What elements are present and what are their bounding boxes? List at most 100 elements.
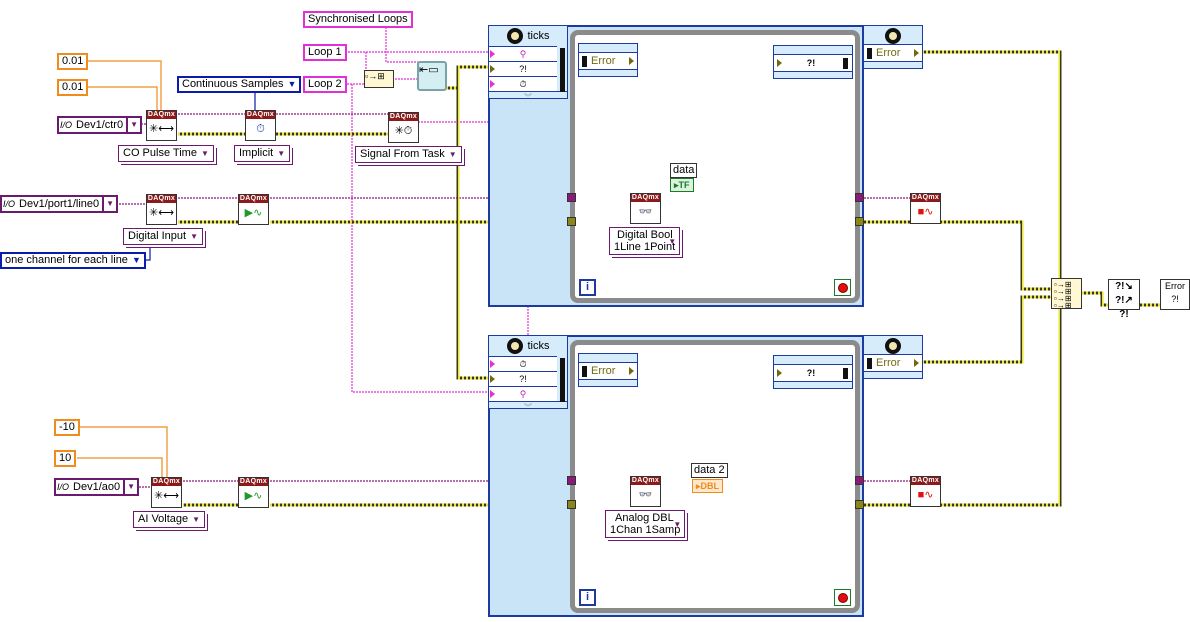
- read-glasses-icon: 👓: [638, 206, 653, 218]
- co-high-time-constant[interactable]: 0.01: [57, 53, 89, 70]
- timing-source-terminal[interactable]: ⏱: [489, 76, 557, 91]
- ao-min-constant[interactable]: -10: [54, 419, 80, 436]
- read-analog-selector[interactable]: Analog DBL 1Chan 1Samp ▼: [605, 510, 686, 538]
- line-grouping-value: one channel for each line: [5, 254, 128, 266]
- create-channel-co-node[interactable]: DAQmx ✳⟷: [146, 110, 177, 141]
- sync-icon: ⇤▭: [419, 64, 439, 76]
- signal-from-task-selector[interactable]: Signal From Task▼: [355, 146, 462, 163]
- loop-name-terminal[interactable]: ⚲: [489, 46, 557, 61]
- io-icon: I/O: [60, 120, 73, 130]
- loop-name-terminal[interactable]: ⚲: [489, 386, 557, 401]
- data2-dbl-indicator: ▸DBL: [692, 479, 724, 493]
- left-data-node-2[interactable]: Error: [578, 353, 638, 387]
- digital-channel-value: Dev1/port1/line0: [19, 198, 100, 210]
- ao-max-constant[interactable]: 10: [54, 450, 77, 467]
- dropdown-arrow-icon[interactable]: ▼: [192, 515, 201, 524]
- build-array-icon: ▫→⊞: [365, 71, 385, 81]
- stop-button[interactable]: [834, 279, 851, 296]
- build-array-node[interactable]: ▫→⊞: [364, 70, 394, 88]
- loop-name-icon: ⚲: [519, 49, 527, 59]
- expand-chevron-icon[interactable]: ︾: [489, 401, 567, 414]
- build-error-array-node[interactable]: ▫→⊞▫→⊞▫→⊞▫→⊞: [1051, 278, 1082, 310]
- dropdown-arrow-icon[interactable]: ▼: [102, 197, 116, 211]
- dropdown-arrow-icon[interactable]: ▼: [287, 79, 297, 89]
- timing-source-icon: ⏱: [519, 79, 527, 89]
- simple-error-handler-node[interactable]: Error ?!: [1160, 279, 1190, 310]
- dropdown-arrow-icon[interactable]: ▼: [126, 118, 140, 132]
- error-label: Error: [876, 47, 901, 59]
- error-in-terminal[interactable]: ?!: [489, 371, 557, 386]
- right-data-node-1[interactable]: ?!: [773, 45, 853, 79]
- read-digital-line2: 1Line 1Point: [614, 241, 676, 253]
- dropdown-arrow-icon[interactable]: ▼: [277, 149, 286, 158]
- timing-source-terminal[interactable]: ⏱: [489, 356, 557, 371]
- loop2-name-constant[interactable]: Loop 2: [303, 76, 347, 93]
- counter-channel-value: Dev1/ctr0: [76, 119, 124, 131]
- read-digital-node[interactable]: DAQmx 👓: [630, 193, 661, 224]
- right-data-node-2[interactable]: ?!: [773, 355, 853, 389]
- line-grouping-constant[interactable]: one channel for each line▼: [0, 252, 146, 269]
- error-glyph: ?!: [806, 58, 816, 68]
- read-analog-node[interactable]: DAQmx 👓: [630, 476, 661, 507]
- error-dialog-icon: Error ?!: [1165, 281, 1185, 304]
- clock-icon: [506, 338, 523, 354]
- dropdown-arrow-icon[interactable]: ▼: [200, 149, 209, 158]
- read-glasses-icon: 👓: [638, 489, 653, 501]
- data-bool-indicator: ▸TF: [670, 178, 694, 192]
- ai-voltage-label: AI Voltage: [138, 513, 189, 525]
- implicit-selector[interactable]: Implicit▼: [234, 145, 291, 162]
- bool-type: TF: [678, 180, 690, 190]
- dropdown-arrow-icon[interactable]: ▼: [123, 480, 137, 494]
- build-array-icon: ▫→⊞▫→⊞▫→⊞▫→⊞: [1054, 280, 1072, 310]
- wire-error: [456, 88, 490, 380]
- create-channel-di-node[interactable]: DAQmx ✳⟷: [146, 194, 177, 225]
- timed-loop-1-output-node[interactable]: Error: [863, 25, 923, 69]
- loop-name-icon: ⚲: [519, 389, 527, 399]
- co-pulse-label: CO Pulse Time: [123, 147, 197, 159]
- timed-loop-1-input-node[interactable]: ticks ⚲ ?! ⏱ ︾: [488, 25, 568, 102]
- dropdown-arrow-icon[interactable]: ▼: [673, 520, 682, 529]
- wire-string: [351, 84, 490, 393]
- left-data-node-1[interactable]: Error: [578, 43, 638, 77]
- timed-loop-2-input-node[interactable]: ticks ⏱ ?! ⚲ ︾: [488, 335, 568, 412]
- start-task-ao-node[interactable]: DAQmx ▶∿: [238, 477, 269, 508]
- expand-chevron-icon[interactable]: ︾: [489, 91, 567, 104]
- dbl-type: DBL: [700, 481, 720, 491]
- error-in-terminal[interactable]: ?!: [489, 61, 557, 76]
- clear-task-ao-node[interactable]: DAQmx ■∿: [910, 476, 941, 507]
- merge-errors-node[interactable]: ?!↘ ?!↗ ?!: [1108, 279, 1140, 320]
- co-low-time-constant[interactable]: 0.01: [57, 79, 89, 96]
- sample-mode-constant[interactable]: Continuous Samples▼: [177, 76, 302, 93]
- timed-loop-2-output-node[interactable]: Error: [863, 335, 923, 379]
- signal-from-task-label: Signal From Task: [360, 148, 445, 160]
- dropdown-arrow-icon[interactable]: ▼: [448, 150, 457, 159]
- iteration-terminal: i: [579, 279, 596, 296]
- daqmx-header: DAQmx: [911, 194, 940, 202]
- iteration-terminal: i: [579, 589, 596, 606]
- digital-input-selector[interactable]: Digital Input▼: [123, 228, 204, 245]
- dropdown-arrow-icon[interactable]: ▼: [131, 255, 141, 265]
- read-digital-selector[interactable]: Digital Bool 1Line 1Point ▼: [609, 227, 681, 255]
- daqmx-header: DAQmx: [147, 195, 176, 203]
- dropdown-arrow-icon[interactable]: ▼: [668, 237, 677, 246]
- ai-voltage-selector[interactable]: AI Voltage▼: [133, 511, 206, 528]
- io-icon: I/O: [3, 199, 16, 209]
- loop1-name-constant[interactable]: Loop 1: [303, 44, 347, 61]
- create-timing-source-node[interactable]: DAQmx ✳⏱: [388, 112, 419, 143]
- timing-source-icon: ✳⏱: [394, 125, 413, 137]
- digital-input-label: Digital Input: [128, 230, 187, 242]
- dropdown-arrow-icon[interactable]: ▼: [190, 232, 199, 241]
- co-pulse-selector[interactable]: CO Pulse Time▼: [118, 145, 214, 162]
- sync-timed-structure-starts-node[interactable]: ⇤▭: [417, 61, 447, 91]
- clear-task-di-node[interactable]: DAQmx ■∿: [910, 193, 941, 224]
- stop-button[interactable]: [834, 589, 851, 606]
- start-task-di-node[interactable]: DAQmx ▶∿: [238, 194, 269, 225]
- sync-name-constant[interactable]: Synchronised Loops: [303, 11, 413, 28]
- wire-numeric: [77, 457, 163, 479]
- create-channel-ao-node[interactable]: DAQmx ✳⟷: [151, 477, 182, 508]
- error-glyph: ?!: [806, 368, 816, 378]
- timing-implicit-node[interactable]: DAQmx ⏱: [245, 110, 276, 141]
